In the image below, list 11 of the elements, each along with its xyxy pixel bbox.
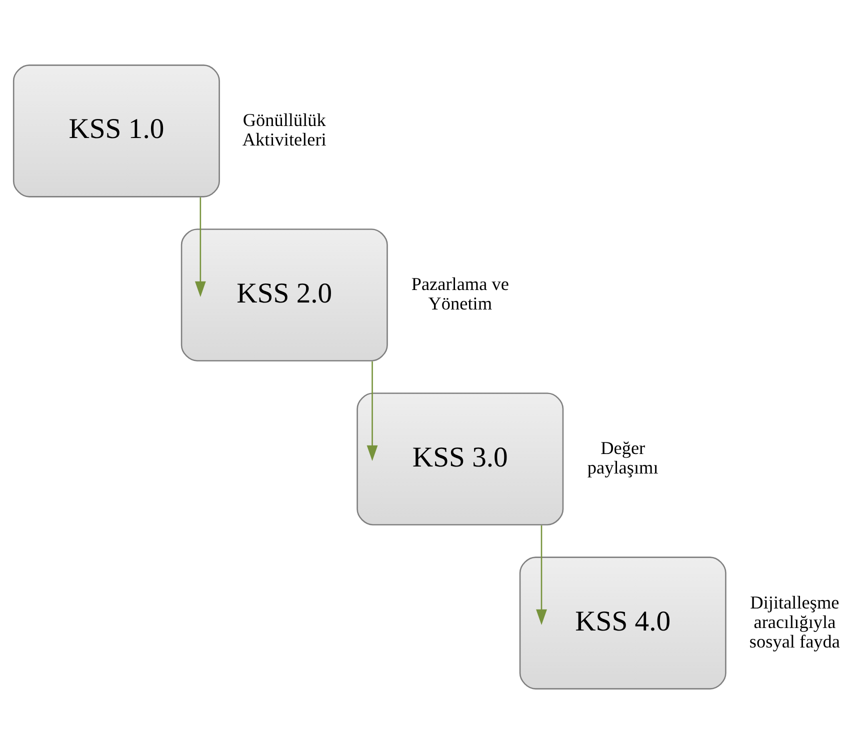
arrow [366,360,378,460]
node-box: KSS 4.0 [519,556,726,689]
node-label: Dijitalleşme aracılığıyla sosyal fayda [749,592,840,651]
arrow [536,524,547,625]
node-label: Değer paylaşımı [587,438,658,478]
arrow [194,196,206,296]
node-box: KSS 1.0 [12,64,220,197]
node-box: KSS 2.0 [180,228,388,361]
node-label: Gönüllülük Aktiviteleri [242,110,326,150]
node-box: KSS 3.0 [356,392,564,525]
node-label: Pazarlama ve Yönetim [411,274,509,314]
